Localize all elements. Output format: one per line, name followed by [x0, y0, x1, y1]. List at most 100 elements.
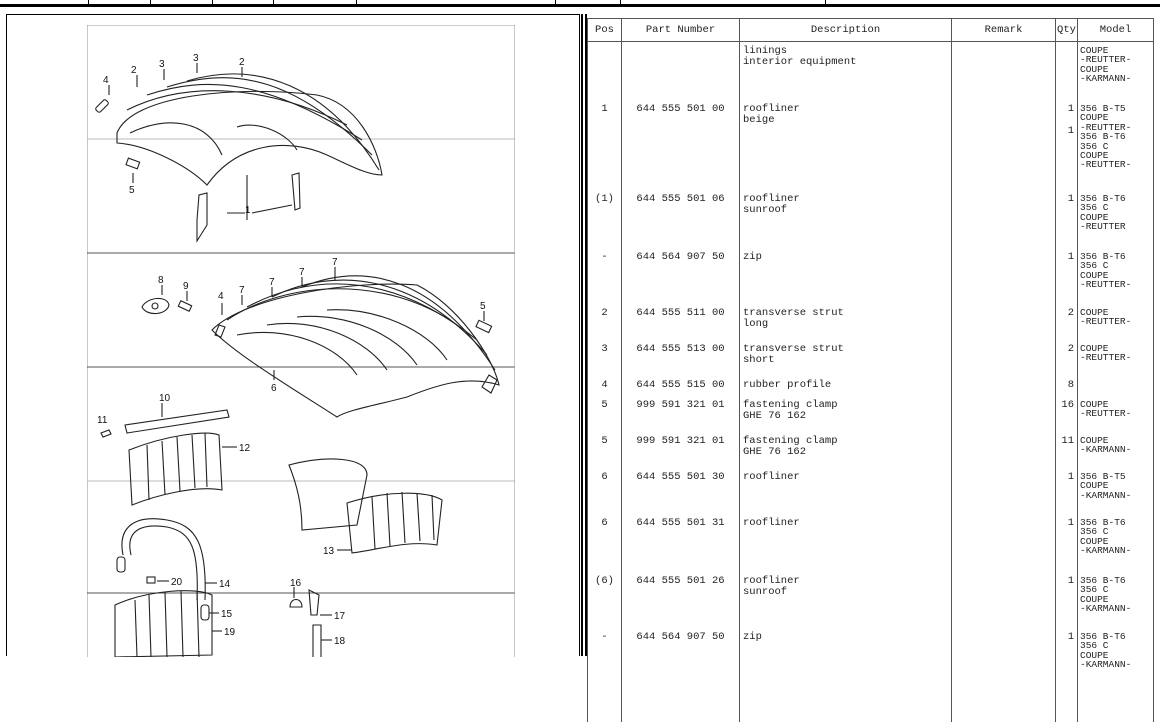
cell-pos: 6 [587, 514, 622, 572]
callout-8: 8 [158, 275, 164, 286]
cell-part-number: 999 591 321 01 [621, 432, 740, 468]
callout-14: 14 [219, 579, 231, 590]
cell-remark [951, 340, 1056, 376]
callout-12: 12 [239, 443, 251, 454]
callout-7c: 7 [299, 267, 305, 278]
table-header-row: Pos Part Number Description Remark Qty M… [587, 18, 1154, 42]
cell-qty: 1 [1055, 190, 1078, 248]
cell-model: 356 B-T6 356 C COUPE -KARMANN- [1077, 572, 1154, 628]
callout-3a: 3 [159, 59, 165, 70]
cell-model: 356 B-T5 COUPE -KARMANN- [1077, 468, 1154, 514]
cell-pos: - [587, 248, 622, 304]
panel-divider-left [581, 14, 583, 656]
cell-part-number: 644 564 907 50 [621, 628, 740, 682]
cell-part-number: 644 555 515 00 [621, 376, 740, 396]
callout-6: 6 [271, 383, 277, 394]
cell-model: 356 B-T6 356 C COUPE -KARMANN- [1077, 514, 1154, 572]
cell-qty: 11 [1055, 432, 1078, 468]
col-header-model: Model [1077, 18, 1154, 42]
cell-description: fastening clamp GHE 76 162 [739, 396, 952, 432]
callout-3b: 3 [193, 53, 199, 64]
callout-16: 16 [290, 578, 302, 589]
col-header-pos: Pos [587, 18, 622, 42]
cell-qty: 1 [1055, 572, 1078, 628]
cell-model: COUPE -KARMANN- [1077, 432, 1154, 468]
callout-17: 17 [334, 611, 346, 622]
cell-description: transverse strut short [739, 340, 952, 376]
cell-part-number: 644 555 501 31 [621, 514, 740, 572]
callout-9: 9 [183, 281, 189, 292]
callout-2a: 2 [131, 65, 137, 76]
callout-7d: 7 [332, 257, 338, 268]
cell-part-number: 644 555 513 00 [621, 340, 740, 376]
callout-7b: 7 [269, 277, 275, 288]
cell-part-number: 644 555 501 00 [621, 100, 740, 190]
cell-qty: 8 [1055, 376, 1078, 396]
cell-remark [951, 190, 1056, 248]
cell-model: 356 B-T6 356 C COUPE -REUTTER- [1077, 248, 1154, 304]
callout-4a: 4 [103, 75, 109, 86]
cell-model [1077, 376, 1154, 396]
cell-description: linings interior equipment [739, 41, 952, 100]
cell-remark [951, 376, 1056, 396]
cell-remark [951, 396, 1056, 432]
cell-model: 356 B-T6 356 C COUPE -KARMANN- [1077, 628, 1154, 682]
cell-remark [951, 514, 1056, 572]
cell-part-number: 644 564 907 50 [621, 248, 740, 304]
col-header-part-number: Part Number [621, 18, 740, 42]
cell-pos: 4 [587, 376, 622, 396]
roof-lining-diagram: 4 2 3 3 2 5 1 [86, 24, 516, 661]
cell-remark [951, 628, 1056, 682]
cell-pos: (6) [587, 572, 622, 628]
cell-remark [951, 248, 1056, 304]
callout-11: 11 [97, 415, 108, 426]
cell-remark [951, 432, 1056, 468]
cell-model: 356 B-T6 356 C COUPE -REUTTER [1077, 190, 1154, 248]
cell-qty: 2 [1055, 340, 1078, 376]
cell-qty: 1 [1055, 248, 1078, 304]
cell-part-number: 644 555 501 06 [621, 190, 740, 248]
cell-description: rubber profile [739, 376, 952, 396]
cell-part-number: 644 555 501 30 [621, 468, 740, 514]
cell-qty: 1 [1055, 468, 1078, 514]
callout-7a: 7 [239, 285, 245, 296]
callout-10: 10 [159, 393, 171, 404]
cell-pos [587, 41, 622, 100]
table-filler-row [587, 682, 1154, 722]
cell-part-number: 644 555 511 00 [621, 304, 740, 340]
callout-19: 19 [224, 627, 236, 638]
cell-model: COUPE -REUTTER- [1077, 396, 1154, 432]
cell-remark [951, 41, 1056, 100]
callout-2b: 2 [239, 57, 245, 68]
callout-5b: 5 [480, 301, 486, 312]
callout-1: 1 [245, 205, 251, 216]
callout-13: 13 [323, 546, 335, 557]
cell-qty [1055, 41, 1078, 100]
cell-qty: 2 [1055, 304, 1078, 340]
top-strip [0, 0, 1160, 7]
callout-15: 15 [221, 609, 233, 620]
cell-description: zip [739, 248, 952, 304]
cell-qty: 1 [1055, 514, 1078, 572]
col-header-remark: Remark [951, 18, 1056, 42]
cell-qty: 1 1 [1055, 100, 1078, 190]
cell-pos: 5 [587, 432, 622, 468]
callout-4b: 4 [218, 291, 224, 302]
cell-part-number: 644 555 501 26 [621, 572, 740, 628]
cell-description: roofliner [739, 514, 952, 572]
cell-part-number [621, 41, 740, 100]
cell-remark [951, 468, 1056, 514]
